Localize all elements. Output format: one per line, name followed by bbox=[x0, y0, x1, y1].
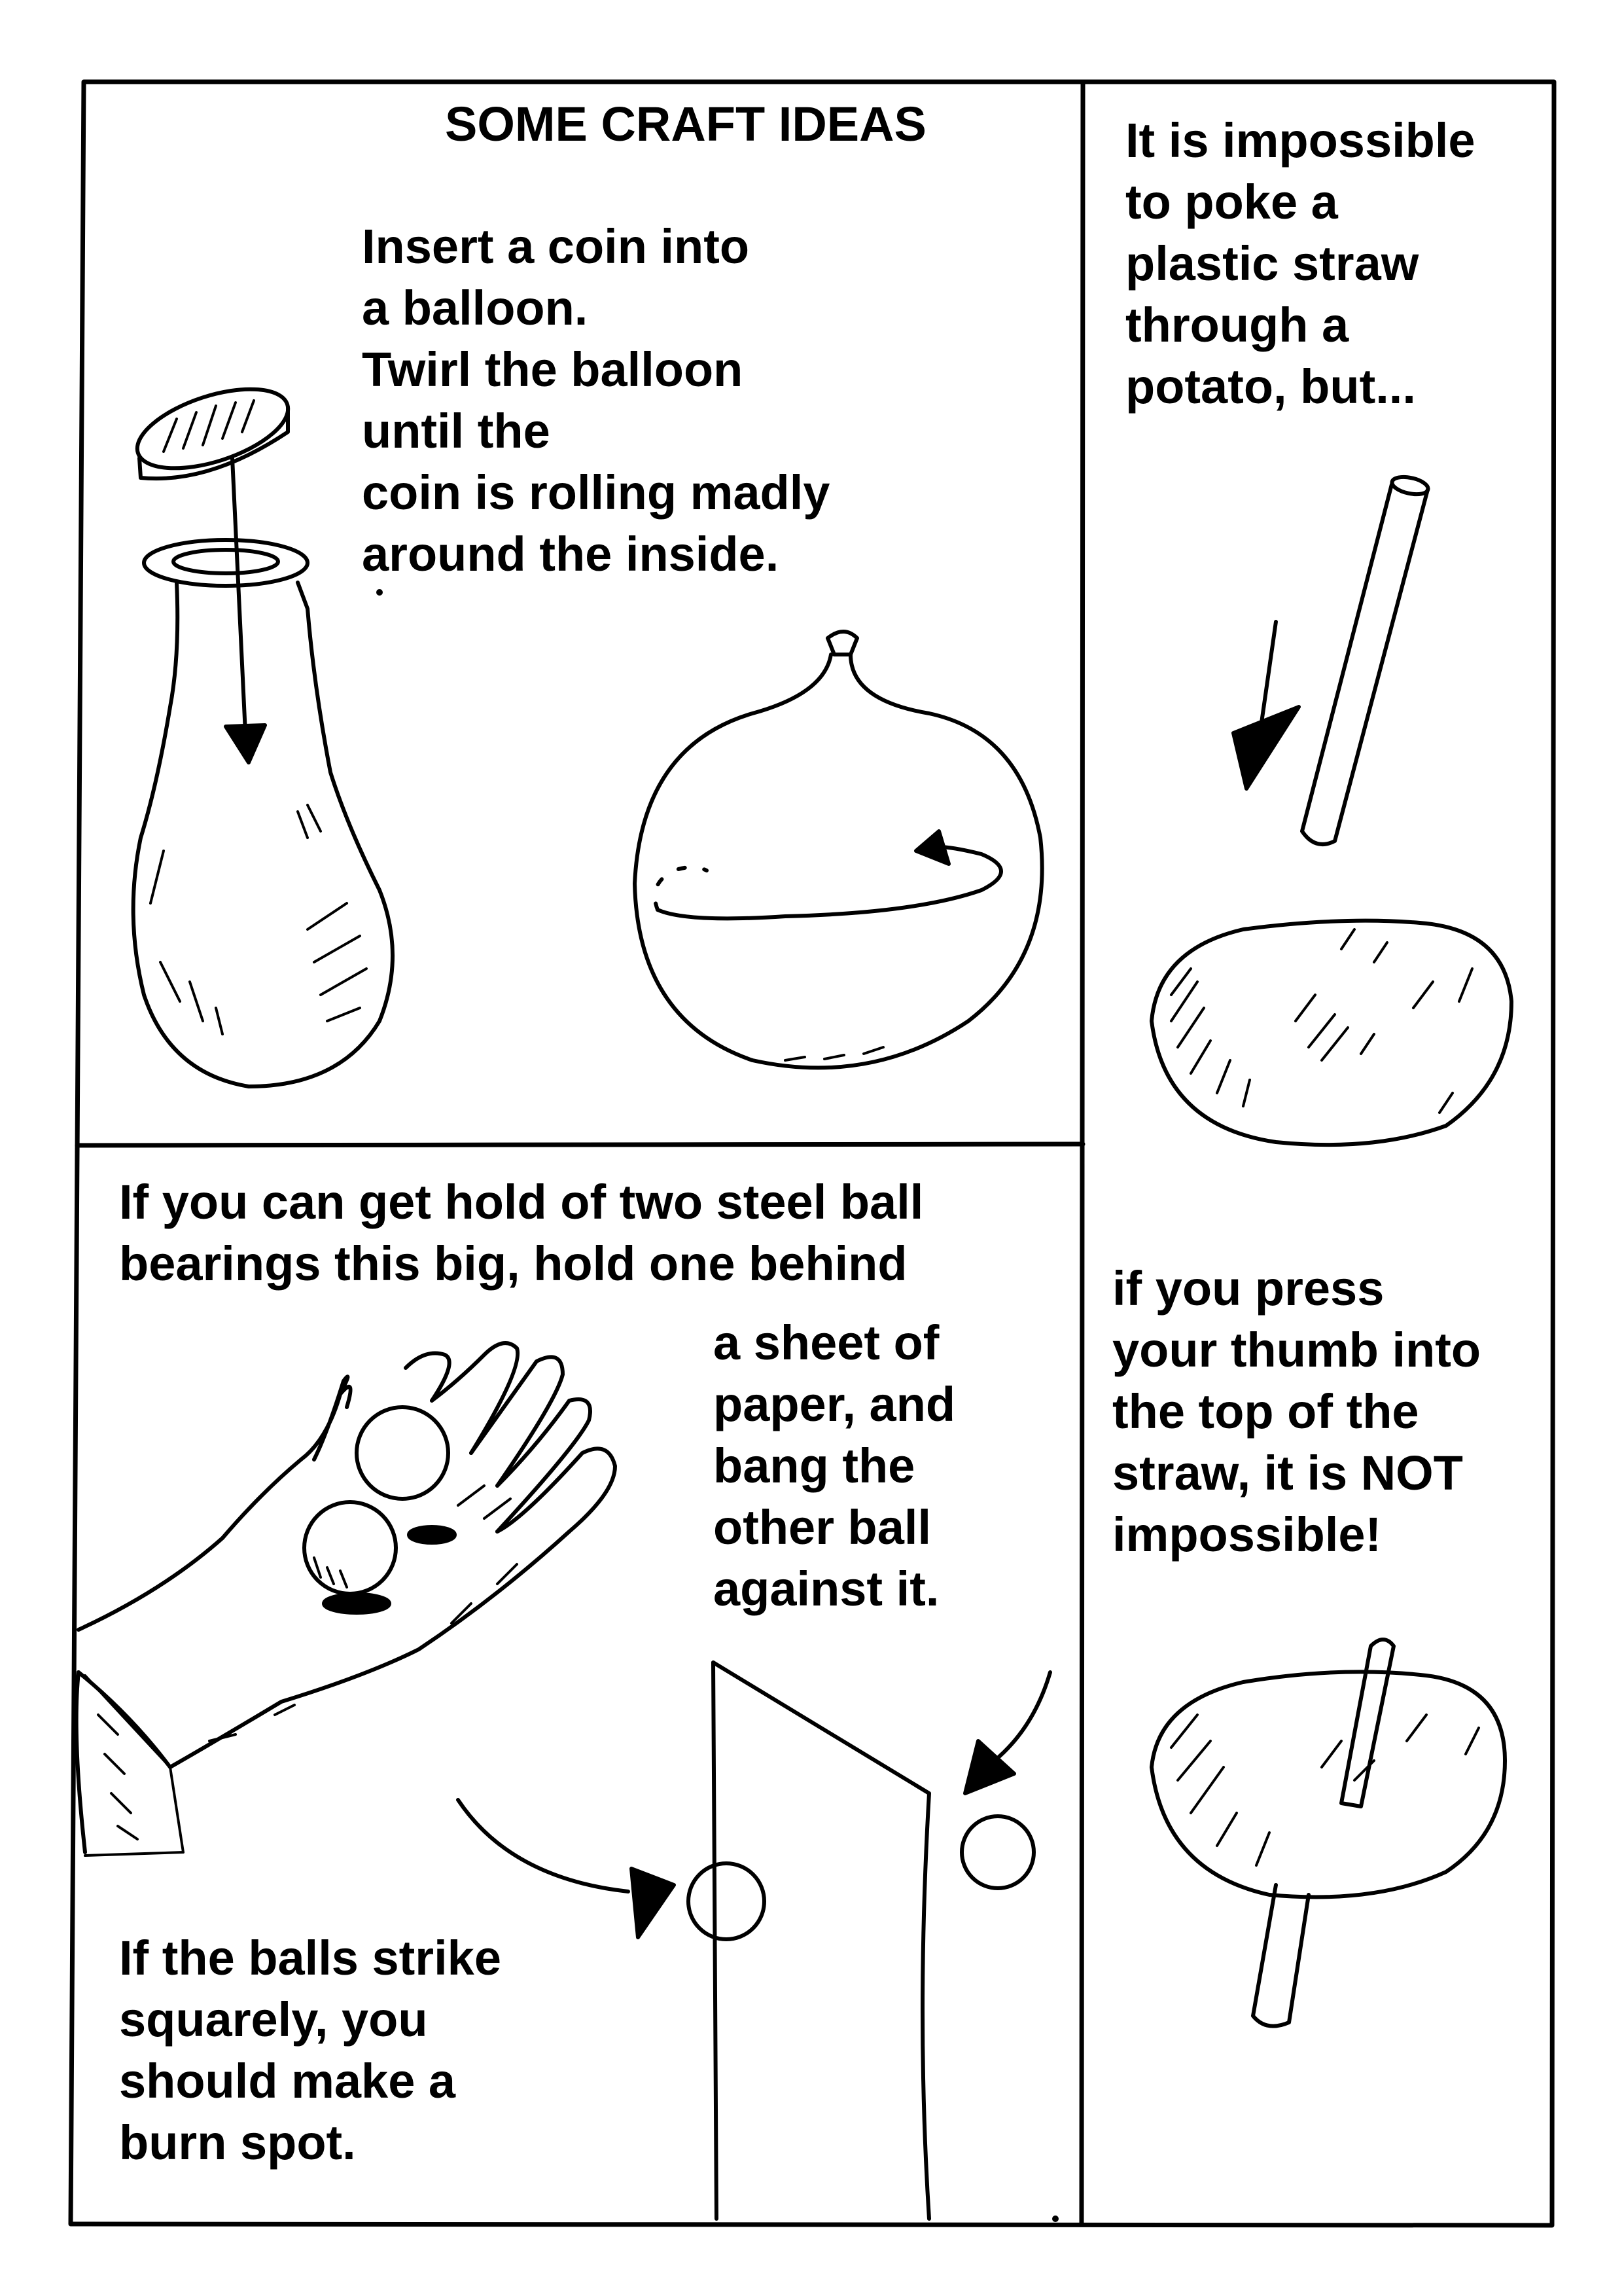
inflated-balloon bbox=[633, 630, 1044, 1070]
ball-left bbox=[456, 1798, 766, 1941]
scan-dot bbox=[1052, 2215, 1059, 2222]
straw-arrow bbox=[1231, 620, 1301, 791]
potato-pierced-by-straw bbox=[1150, 1638, 1507, 2028]
potato-straw-intro: It is impossible to poke a plastic straw… bbox=[1125, 113, 1475, 414]
panel-borders bbox=[68, 79, 1557, 2228]
page-title: SOME CRAFT IDEAS bbox=[445, 97, 927, 151]
ball-right bbox=[960, 1670, 1052, 1890]
deflated-balloon bbox=[131, 538, 395, 1088]
coin-arrow bbox=[224, 456, 267, 764]
scan-dot bbox=[376, 589, 383, 596]
straw bbox=[1300, 475, 1430, 846]
ball-bearings-result: If the balls strike squarely, you should… bbox=[119, 1931, 501, 2170]
ball-bearings-continued: a sheet of paper, and bang the other bal… bbox=[713, 1316, 956, 1616]
potato bbox=[1150, 918, 1513, 1147]
coin-drawing bbox=[135, 387, 291, 481]
hand-with-ball-bearings bbox=[74, 1341, 617, 1857]
potato-straw-followup: if you press your thumb into the top of … bbox=[1112, 1261, 1481, 1562]
coin-balloon-instructions: Insert a coin into a balloon. Twirl the … bbox=[362, 219, 830, 581]
paper-sheet bbox=[711, 1660, 931, 2221]
ball-bearings-intro: If you can get hold of two steel ball be… bbox=[119, 1175, 924, 1291]
